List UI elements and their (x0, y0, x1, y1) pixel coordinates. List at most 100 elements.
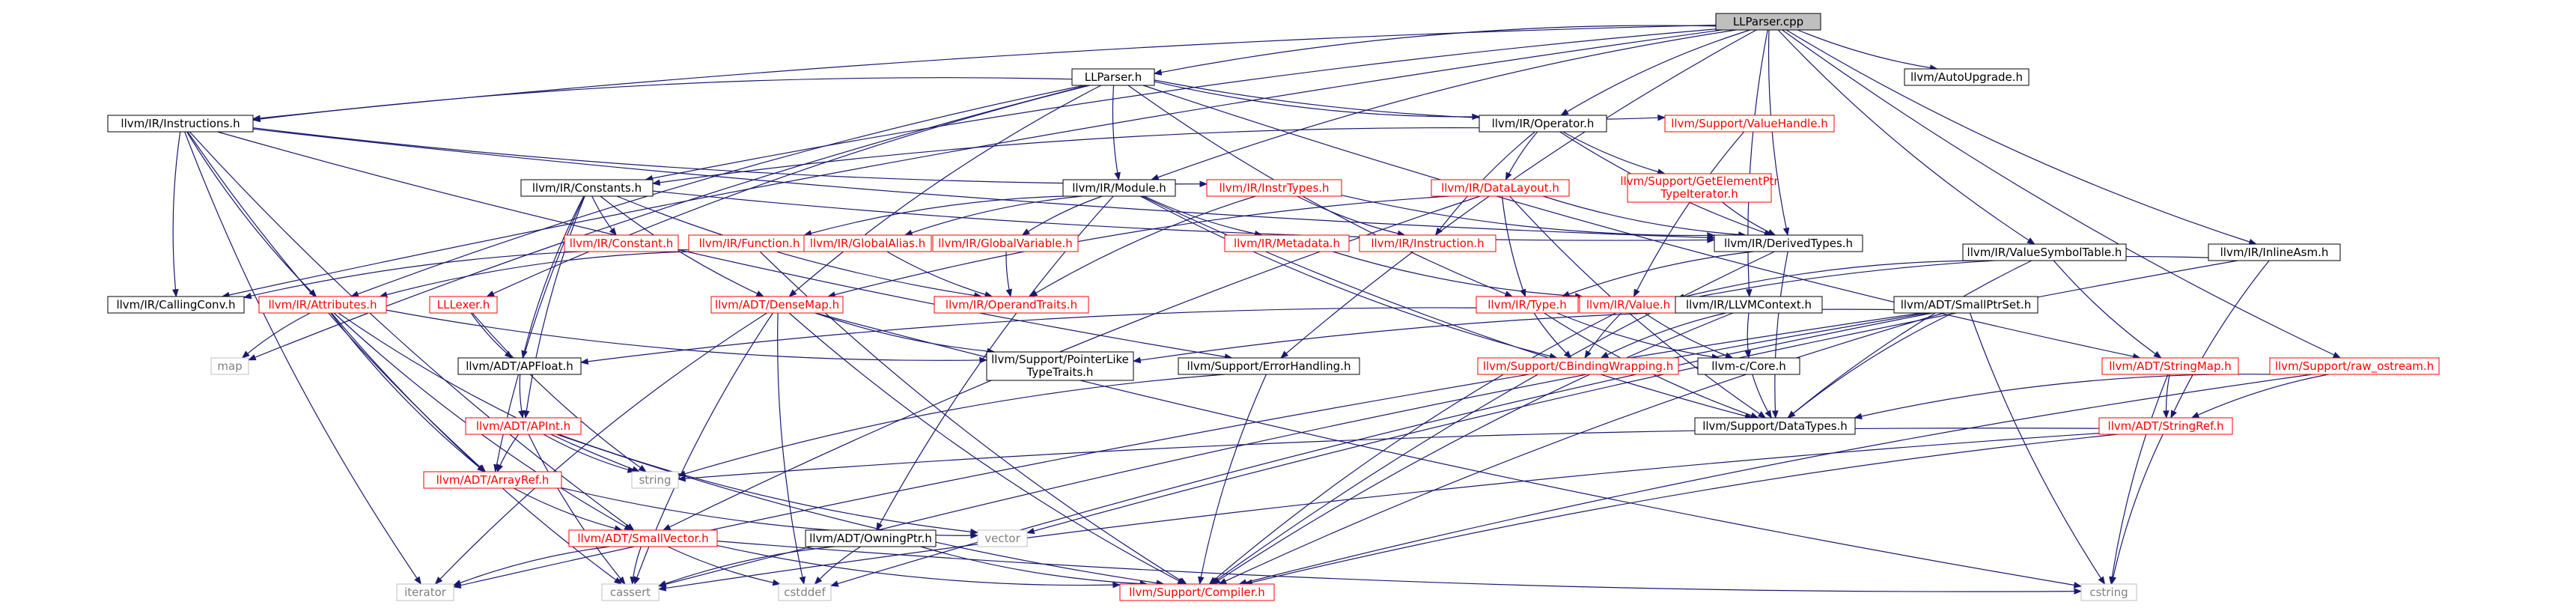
node-box (1119, 583, 1275, 601)
edge-module-to-function (803, 195, 1065, 237)
node-apfloat[interactable]: llvm/ADT/APFloat.h (457, 357, 582, 375)
node-smallvector[interactable]: llvm/ADT/SmallVector.h (568, 529, 718, 547)
edge-module-to-metadata (1144, 195, 1263, 237)
edge-derivedtypes-to-type (1561, 251, 1754, 297)
node-owningptr[interactable]: llvm/ADT/OwningPtr.h (805, 529, 937, 547)
node-llparser_h[interactable]: LLParser.h (1071, 68, 1155, 86)
node-label: cstring (2089, 586, 2128, 599)
edge-smallptrset-to-compiler (1218, 312, 1944, 585)
node-box (1178, 357, 1360, 375)
node-raw_ostream[interactable]: llvm/Support/raw_ostream.h (2269, 357, 2440, 375)
node-valuehandle[interactable]: llvm/Support/ValueHandle.h (1664, 115, 1835, 133)
node-type[interactable]: llvm/IR/Type.h (1476, 296, 1579, 314)
edge-function-to-attributes (379, 251, 692, 298)
node-operandtraits[interactable]: llvm/IR/OperandTraits.h (934, 296, 1089, 314)
edge-module-to-globalvariable (1021, 195, 1103, 236)
edge-llparser_cpp-to-raw_ostream (1782, 29, 2342, 359)
node-constants[interactable]: llvm/IR/Constants.h (520, 179, 654, 197)
node-label: string (639, 473, 671, 487)
edge-module-to-cbinding (1140, 195, 1558, 359)
node-label: llvm/ADT/DenseMap.h (715, 298, 839, 311)
node-constant[interactable]: llvm/IR/Constant.h (564, 234, 679, 252)
edge-attributes-to-arrayref (330, 312, 486, 472)
node-box (1675, 296, 1823, 314)
node-valuesymtab[interactable]: llvm/IR/ValueSymbolTable.h (1962, 243, 2127, 261)
node-densemap[interactable]: llvm/ADT/DenseMap.h (710, 296, 844, 314)
node-box (1359, 234, 1496, 252)
node-box (778, 583, 832, 601)
node-value[interactable]: llvm/IR/Value.h (1579, 296, 1678, 314)
node-label: llvm/IR/Instruction.h (1371, 237, 1484, 250)
node-label: LLParser.h (1085, 70, 1142, 84)
edge-llparser_h-to-type (1127, 85, 1514, 297)
node-function[interactable]: llvm/IR/Function.h (688, 234, 811, 252)
node-smallptrset[interactable]: llvm/ADT/SmallPtrSet.h (1893, 296, 2038, 314)
edge-llparser_h-to-operator (1154, 81, 1481, 121)
node-stringref[interactable]: llvm/ADT/StringRef.h (2098, 417, 2233, 435)
node-datalayout[interactable]: llvm/IR/DataLayout.h (1431, 179, 1570, 197)
edge-module-to-globalalias (904, 195, 1083, 236)
node-cstddef: cstddef (778, 583, 832, 601)
edge-datalayout-to-densemap (827, 195, 1449, 298)
node-iterator: iterator (396, 583, 454, 601)
node-errorhandling[interactable]: llvm/Support/ErrorHandling.h (1178, 357, 1360, 375)
node-label: llvm/IR/Function.h (699, 237, 800, 250)
node-label: llvm/IR/InstrTypes.h (1219, 181, 1329, 195)
node-globalalias[interactable]: llvm/IR/GlobalAlias.h (803, 234, 932, 252)
edge-llparser_h-to-stringmap (1143, 85, 2141, 360)
node-box (520, 179, 654, 197)
edge-densemap-to-compiler (788, 312, 1186, 585)
node-box (1694, 417, 1856, 435)
node-cassert: cassert (601, 583, 660, 601)
node-box (1962, 243, 2127, 261)
node-stringmap[interactable]: llvm/ADT/StringMap.h (2101, 357, 2239, 375)
node-instruction[interactable]: llvm/IR/Instruction.h (1359, 234, 1496, 252)
node-autoupgrade[interactable]: llvm/AutoUpgrade.h (1904, 68, 2030, 86)
node-cbinding[interactable]: llvm/Support/CBindingWrapping.h (1477, 357, 1679, 375)
node-callingconv[interactable]: llvm/IR/CallingConv.h (107, 296, 245, 314)
edge-smallptrset-to-datatypes (1787, 312, 1953, 419)
node-label: LLLexer.h (437, 298, 490, 311)
node-attributes[interactable]: llvm/IR/Attributes.h (258, 296, 387, 314)
node-metadata[interactable]: llvm/IR/Metadata.h (1224, 234, 1350, 252)
edge-arrayref-to-vector (561, 487, 979, 539)
node-lllexer[interactable]: LLLexer.h (429, 296, 498, 314)
node-label: llvm/ADT/ArrayRef.h (436, 473, 549, 487)
node-instructions[interactable]: llvm/IR/Instructions.h (107, 115, 254, 133)
node-label: llvm/ADT/StringMap.h (2109, 359, 2232, 373)
node-label: llvm/ADT/APFloat.h (466, 359, 573, 373)
edge-value-to-llvmc_core (1644, 312, 1734, 359)
node-compiler[interactable]: llvm/Support/Compiler.h (1119, 583, 1275, 601)
edge-owningptr-to-cassert (657, 546, 835, 587)
node-arrayref[interactable]: llvm/ADT/ArrayRef.h (423, 471, 562, 489)
node-box (1071, 68, 1155, 86)
node-box (1476, 296, 1579, 314)
edge-attributes-to-string (338, 312, 641, 472)
node-box (2101, 357, 2239, 375)
node-inlineasm[interactable]: llvm/IR/InlineAsm.h (2208, 243, 2341, 261)
node-llvmc_core[interactable]: llvm-c/Core.h (1697, 357, 1800, 375)
node-box (1714, 234, 1863, 252)
node-label: LLParser.cpp (1733, 15, 1803, 28)
node-box (107, 115, 254, 133)
node-label: llvm/IR/OperandTraits.h (946, 298, 1077, 311)
node-globalvariable[interactable]: llvm/IR/GlobalVariable.h (932, 234, 1079, 252)
node-derivedtypes[interactable]: llvm/IR/DerivedTypes.h (1714, 234, 1863, 252)
node-module[interactable]: llvm/IR/Module.h (1062, 179, 1176, 197)
node-label: llvm/IR/CallingConv.h (116, 298, 235, 311)
node-llvmcontext[interactable]: llvm/IR/LLVMContext.h (1675, 296, 1823, 314)
edge-llparser_h-to-densemap (788, 85, 1102, 297)
node-box (932, 234, 1079, 252)
edge-stringref-to-compiler (1244, 434, 2118, 586)
node-box (1479, 115, 1607, 133)
node-instrtypes[interactable]: llvm/IR/InstrTypes.h (1206, 179, 1342, 197)
node-box (1224, 234, 1350, 252)
node-operator[interactable]: llvm/IR/Operator.h (1479, 115, 1607, 133)
node-llparser_cpp[interactable]: LLParser.cpp (1715, 13, 1821, 31)
node-apint[interactable]: llvm/ADT/APInt.h (465, 417, 582, 435)
node-datatypes[interactable]: llvm/Support/DataTypes.h (1694, 417, 1856, 435)
